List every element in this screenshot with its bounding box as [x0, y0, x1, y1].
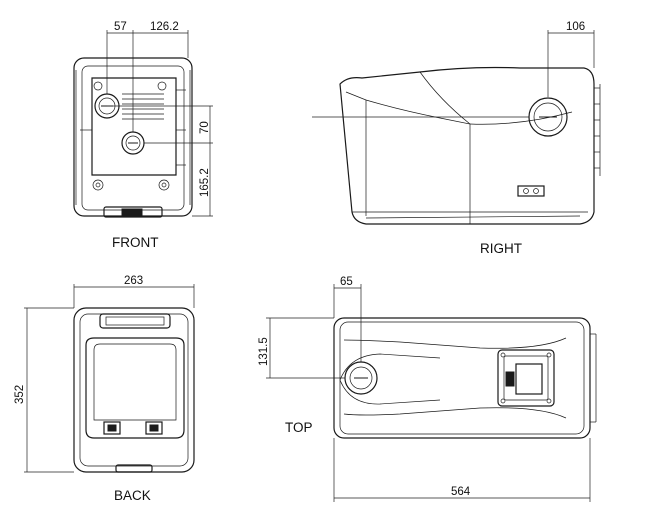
- front-dim-165-2: 165.2: [199, 168, 211, 197]
- back-window-frame: [85, 337, 185, 439]
- front-view: 57 126.2 70 165.2 FRONT: [73, 21, 213, 250]
- top-outer-body: [333, 317, 591, 439]
- right-view: 106 RIGHT: [312, 21, 601, 256]
- front-dimensions: [106, 30, 213, 217]
- back-dimensions: [24, 284, 195, 473]
- back-latch-right: [145, 421, 163, 435]
- front-grille: [122, 93, 164, 120]
- top-display: [515, 363, 543, 395]
- back-view: 263 352 BACK: [14, 275, 195, 503]
- right-ribs: [594, 84, 601, 176]
- front-dim-126-2: 126.2: [150, 21, 179, 33]
- top-dim-65: 65: [340, 276, 353, 288]
- top-dim-131-5: 131.5: [258, 337, 270, 366]
- top-button: [505, 371, 515, 387]
- back-handle: [99, 313, 171, 329]
- front-label: FRONT: [112, 235, 159, 250]
- back-latch-left: [103, 421, 121, 435]
- back-dim-263: 263: [124, 275, 143, 287]
- top-dimensions: [266, 284, 591, 502]
- right-label: RIGHT: [480, 241, 522, 256]
- top-view: 65 131.5 564 TOP: [258, 276, 597, 502]
- top-control-panel: [497, 349, 555, 407]
- front-bolts: [92, 81, 170, 191]
- top-label: TOP: [285, 420, 313, 435]
- back-dim-352: 352: [14, 385, 26, 404]
- top-dim-564: 564: [451, 486, 471, 498]
- front-panel: [91, 77, 177, 176]
- right-outer-body: [339, 66, 595, 225]
- right-dimensions: [312, 30, 595, 118]
- right-connector: [517, 185, 545, 197]
- back-label: BACK: [114, 488, 151, 503]
- back-window: [93, 343, 177, 421]
- front-dim-57: 57: [114, 21, 127, 33]
- front-handle: [103, 206, 163, 218]
- front-dim-70: 70: [199, 121, 211, 134]
- right-dim-106: 106: [566, 21, 585, 33]
- back-foot: [115, 464, 153, 473]
